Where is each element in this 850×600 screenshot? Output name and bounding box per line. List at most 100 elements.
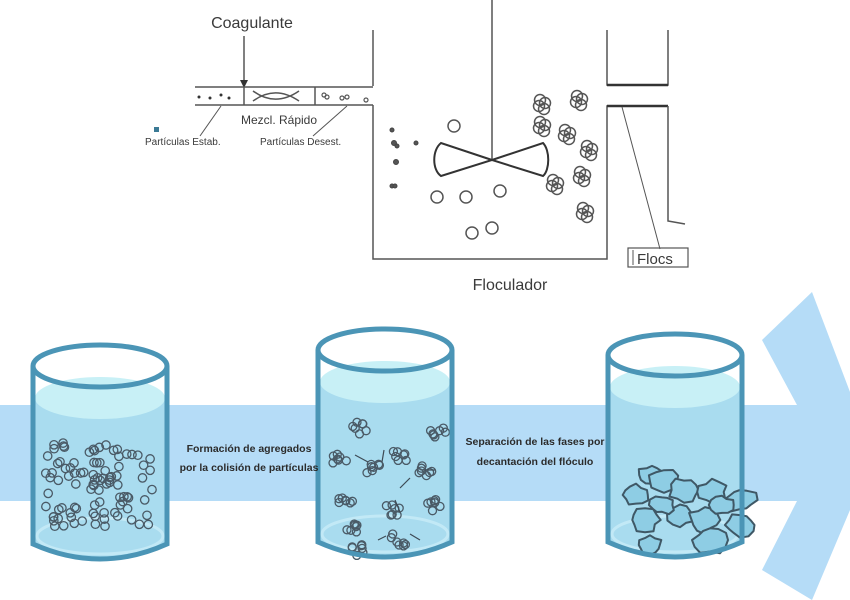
particle bbox=[53, 513, 64, 524]
aggregate bbox=[328, 449, 351, 468]
particle bbox=[127, 449, 137, 460]
collision-arrow bbox=[377, 535, 387, 541]
rapid-mix-label: Mezcl. Rápido bbox=[241, 113, 317, 127]
stable-particles-label: Partículas Estab. bbox=[145, 137, 221, 148]
particle bbox=[88, 444, 99, 455]
particle bbox=[90, 519, 101, 530]
settled-floc bbox=[647, 495, 675, 516]
aggregate bbox=[347, 540, 368, 561]
collision-arrow bbox=[354, 454, 369, 463]
floc-cluster bbox=[572, 165, 592, 188]
collision-arrow bbox=[394, 499, 401, 513]
aggregates bbox=[328, 417, 451, 561]
captions: Formación de agregados por la colisión d… bbox=[180, 436, 605, 474]
beaker-rim bbox=[605, 331, 745, 379]
settled-floc bbox=[668, 477, 700, 504]
flocs-label: Flocs bbox=[637, 251, 673, 268]
particle bbox=[49, 443, 59, 454]
water-surface bbox=[35, 377, 165, 419]
particle bbox=[112, 480, 123, 490]
particle bbox=[110, 507, 120, 518]
particle bbox=[101, 440, 111, 450]
collision-arrow bbox=[399, 477, 411, 489]
particle bbox=[47, 468, 57, 478]
particle bbox=[49, 439, 59, 450]
beaker-rim bbox=[30, 342, 170, 390]
particle bbox=[52, 458, 63, 469]
flocculator-tank bbox=[372, 0, 686, 260]
flocs-clusters bbox=[532, 89, 599, 224]
water bbox=[33, 398, 167, 559]
particle bbox=[94, 457, 105, 468]
coagulant-arrow-head bbox=[240, 80, 248, 88]
settled-floc bbox=[637, 534, 663, 556]
particle bbox=[58, 438, 68, 448]
floc-cluster bbox=[532, 93, 552, 116]
particle bbox=[121, 449, 132, 459]
particle bbox=[99, 507, 109, 518]
aggregate bbox=[414, 461, 437, 481]
collision-arrow bbox=[381, 449, 385, 463]
aggregate bbox=[423, 494, 445, 516]
beaker-glass bbox=[30, 366, 170, 562]
particle bbox=[94, 497, 105, 507]
particle bbox=[108, 445, 119, 456]
floc-cluster bbox=[569, 89, 589, 112]
coagulant-label: Coagulante bbox=[211, 15, 293, 32]
particles bbox=[40, 438, 157, 532]
particle bbox=[55, 456, 65, 467]
particle bbox=[111, 471, 122, 481]
particle bbox=[65, 507, 76, 518]
particle bbox=[41, 501, 51, 512]
particle bbox=[99, 514, 110, 524]
aggregate bbox=[381, 500, 404, 520]
particle bbox=[114, 461, 124, 472]
particle bbox=[137, 473, 148, 483]
particle bbox=[49, 521, 60, 532]
beaker-aggregating-particles bbox=[315, 326, 455, 561]
collision-arrow bbox=[409, 533, 421, 541]
aggregate bbox=[342, 519, 362, 537]
particle bbox=[60, 463, 71, 474]
floc-cluster bbox=[579, 139, 599, 162]
legend-marker bbox=[154, 127, 159, 132]
particle bbox=[91, 457, 102, 468]
particle bbox=[134, 519, 145, 530]
particle bbox=[139, 495, 150, 505]
floc-cluster bbox=[557, 123, 577, 146]
arrow-head bbox=[762, 292, 850, 600]
particle bbox=[98, 473, 108, 484]
particle bbox=[75, 468, 86, 478]
particle bbox=[40, 468, 51, 479]
settled-floc bbox=[707, 494, 735, 515]
beakers bbox=[30, 326, 759, 562]
step2-caption-line1: Separación de las fases por bbox=[466, 436, 605, 448]
particle bbox=[112, 511, 123, 521]
particle bbox=[48, 512, 59, 522]
stable-particles bbox=[197, 93, 231, 100]
particle bbox=[132, 450, 143, 461]
water-surface bbox=[610, 366, 740, 408]
particle bbox=[112, 444, 123, 455]
particle bbox=[138, 460, 149, 471]
particle bbox=[89, 500, 100, 510]
aggregate bbox=[362, 459, 385, 478]
step1-caption-line1: Formación de agregados bbox=[187, 443, 312, 455]
particle bbox=[100, 521, 110, 532]
flocs-label-box bbox=[627, 247, 689, 268]
particle bbox=[88, 479, 99, 490]
rapid-mix-symbol bbox=[252, 90, 300, 102]
particle bbox=[77, 516, 88, 526]
particle bbox=[88, 469, 99, 480]
beaker-rim bbox=[315, 326, 455, 374]
destabilized-particles-label: Partículas Desest. bbox=[260, 137, 341, 148]
floc-cluster bbox=[575, 201, 595, 224]
particle bbox=[94, 442, 105, 453]
particle bbox=[95, 475, 106, 486]
water-surface bbox=[320, 361, 450, 403]
beaker-glass bbox=[605, 355, 745, 560]
step2-caption-line2: decantación del flóculo bbox=[477, 456, 594, 468]
beaker-glass bbox=[315, 350, 455, 560]
aggregate bbox=[348, 417, 371, 439]
